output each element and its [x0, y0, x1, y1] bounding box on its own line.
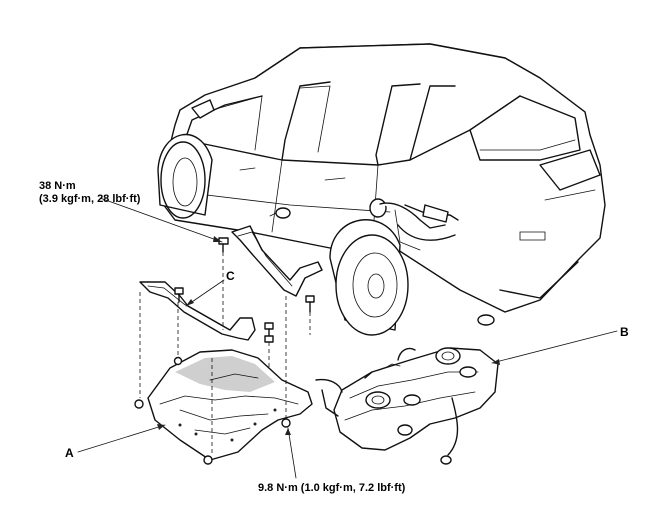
upper-strap-bracket — [218, 225, 323, 335]
vehicle-illustration — [157, 43, 606, 336]
callout-b: B — [620, 325, 629, 339]
upper-torque-value: 38 N·m — [39, 180, 76, 192]
callout-c: C — [226, 269, 235, 283]
leader-lines — [77, 197, 618, 479]
heat-shield-a — [134, 252, 313, 465]
lower-torque-value: 9.8 N·m (1.0 kgf·m, 7.2 lbf·ft) — [258, 482, 406, 494]
fuel-tank-strap-c — [139, 281, 274, 343]
callout-a: A — [65, 446, 74, 460]
fuel-tank-b — [315, 347, 499, 465]
upper-torque-conversion: (3.9 kgf·m, 28 lbf·ft) — [39, 193, 141, 205]
